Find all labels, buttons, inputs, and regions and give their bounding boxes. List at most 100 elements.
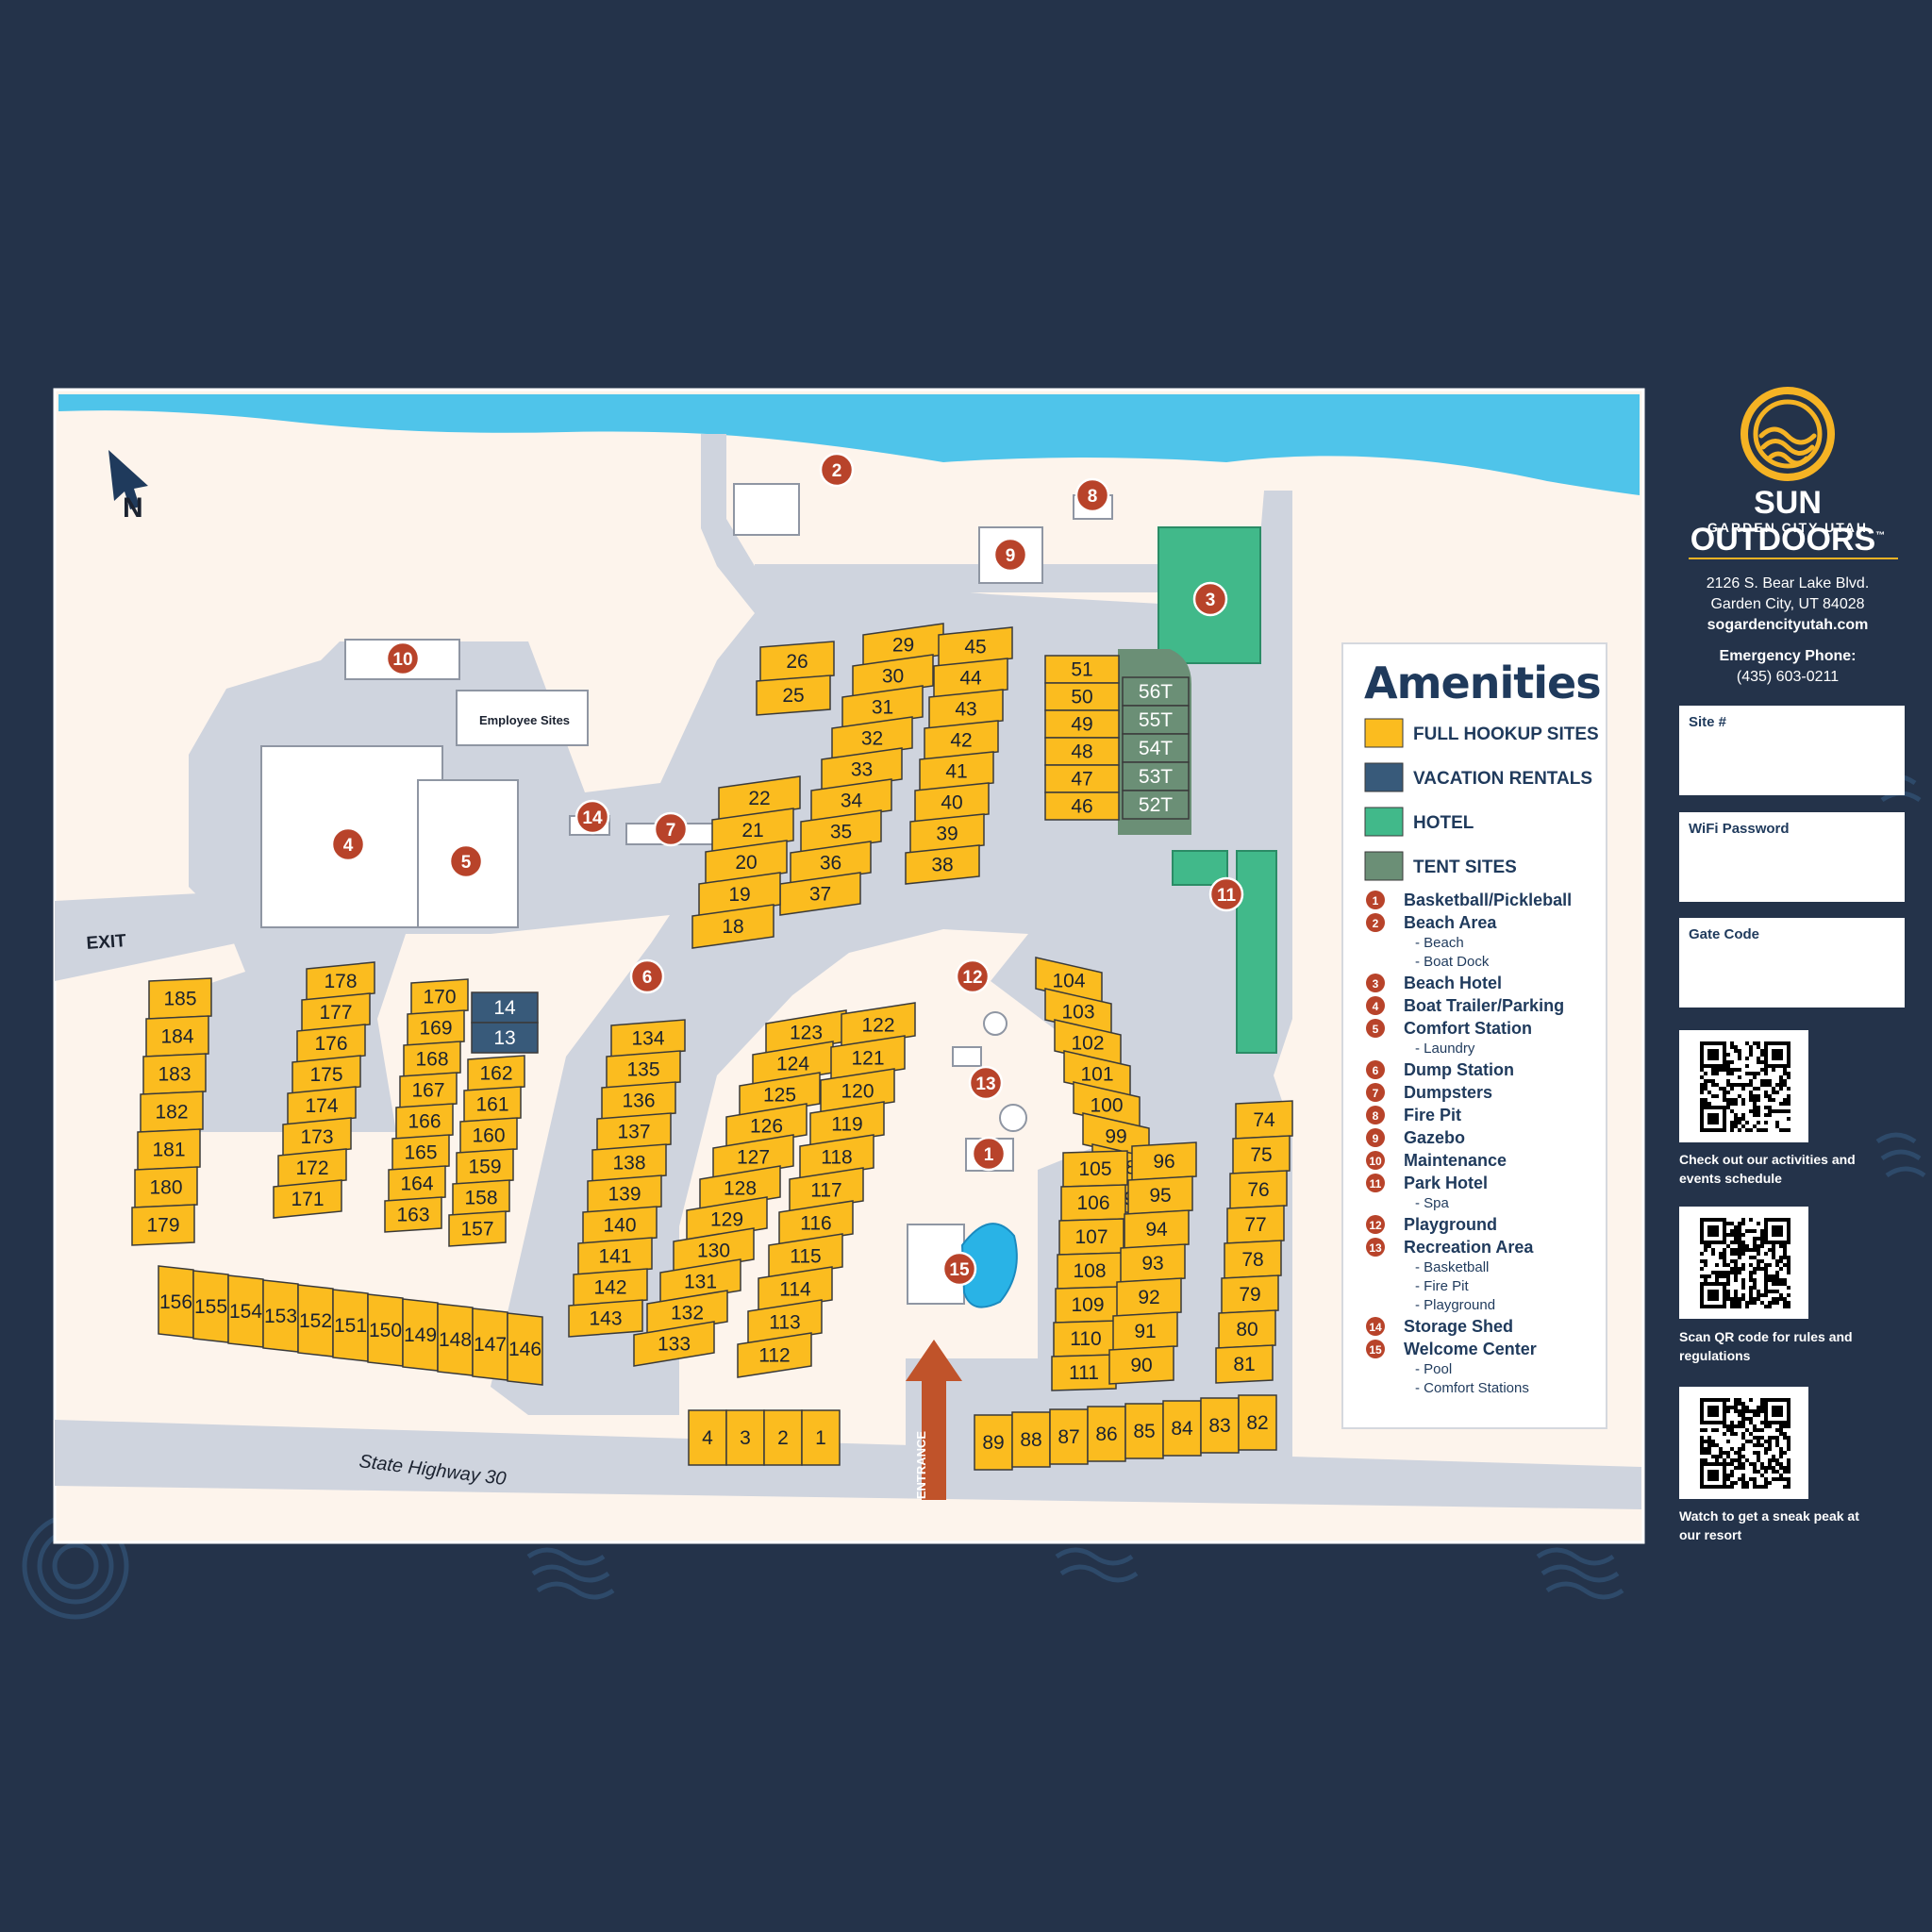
site-53T: 53T <box>1122 761 1190 791</box>
marker-circle <box>1074 477 1110 513</box>
site-shape <box>1044 791 1120 821</box>
site-179: 179 <box>131 1204 195 1246</box>
amenity-marker-11[interactable]: 11 <box>1208 876 1244 912</box>
marker-number: 2 <box>832 461 842 481</box>
site-51: 51 <box>1044 655 1120 684</box>
legend-title: Amenities <box>1364 658 1601 708</box>
site-number: 171 <box>291 1189 324 1210</box>
site-shape <box>463 1086 522 1123</box>
amenity-marker-10[interactable]: 10 <box>385 641 421 676</box>
site-number: 164 <box>400 1174 433 1195</box>
site-85: 85 <box>1124 1403 1164 1459</box>
qr-code-icon <box>1700 1398 1790 1489</box>
site-shape <box>388 1165 446 1202</box>
legend-amenity-sub: - Spa <box>1415 1195 1450 1211</box>
site-shape <box>698 872 781 917</box>
site-shape <box>452 1179 510 1216</box>
qr-caption-activities: Check out our activities and events sche… <box>1679 1152 1856 1186</box>
site-number: 172 <box>295 1158 328 1179</box>
amenity-marker-4[interactable]: 4 <box>330 826 366 862</box>
amenity-marker-14[interactable]: 14 <box>575 799 610 835</box>
site-number: 160 <box>472 1125 505 1147</box>
site-number: 147 <box>474 1334 507 1356</box>
site-shape <box>1218 1309 1276 1349</box>
site-shape <box>938 626 1013 667</box>
site-number: 20 <box>735 852 757 874</box>
amenity-marker-7[interactable]: 7 <box>653 811 689 847</box>
gate-code-field[interactable]: Gate Code <box>1679 918 1905 1008</box>
site-number: 51 <box>1071 659 1092 681</box>
marker-circle <box>1192 581 1228 617</box>
site-47: 47 <box>1044 764 1120 793</box>
site-114: 114 <box>758 1266 833 1312</box>
entrance-label: ENTRANCE <box>914 1431 928 1500</box>
site-number: 22 <box>748 788 770 809</box>
site-14: 14 <box>471 991 539 1024</box>
site-number: 93 <box>1141 1253 1163 1274</box>
website-link[interactable]: sogardencityutah.com <box>1707 617 1869 633</box>
logo-ring-icon <box>1740 387 1835 481</box>
amenity-marker-6[interactable]: 6 <box>629 958 665 994</box>
amenity-marker-8[interactable]: 8 <box>1074 477 1110 513</box>
legend-marker <box>1366 1128 1385 1147</box>
amenity-marker-5[interactable]: 5 <box>448 843 484 879</box>
site-40: 40 <box>914 782 990 823</box>
site-number: 110 <box>1070 1328 1101 1350</box>
site-shape <box>391 1134 450 1171</box>
site-shape <box>596 1112 672 1151</box>
site-shape <box>1127 1175 1193 1215</box>
site-135: 135 <box>606 1050 681 1089</box>
site-shape <box>756 675 831 716</box>
qr-code-activities[interactable] <box>1679 1030 1808 1142</box>
site-number: 131 <box>684 1272 717 1293</box>
site-number: 181 <box>152 1140 185 1161</box>
north-arrow-icon <box>108 450 148 509</box>
site-number: 143 <box>589 1308 622 1330</box>
site-shape <box>841 1002 916 1048</box>
amenity-marker-15[interactable]: 15 <box>941 1251 977 1287</box>
site-115: 115 <box>768 1233 843 1279</box>
site-shape <box>610 1019 686 1058</box>
legend-marker-number: 3 <box>1373 977 1379 991</box>
site-number: 75 <box>1250 1144 1272 1166</box>
site-number: 122 <box>861 1015 894 1037</box>
site-shape <box>711 808 794 853</box>
legend-marker-number: 4 <box>1373 1000 1379 1013</box>
marker-circle <box>1208 876 1244 912</box>
site-shape <box>1232 1135 1291 1174</box>
site-95: 95 <box>1127 1175 1193 1215</box>
wifi-password-field[interactable]: WiFi Password <box>1679 812 1905 902</box>
site-number: 48 <box>1071 741 1092 763</box>
site-shape <box>273 1179 342 1219</box>
site-96: 96 <box>1131 1141 1197 1181</box>
amenity-marker-3[interactable]: 3 <box>1192 581 1228 617</box>
legend-amenity-label: Basketball/Pickleball <box>1404 891 1572 909</box>
site-number-field[interactable]: Site # <box>1679 706 1905 795</box>
site-143: 143 <box>568 1299 643 1338</box>
qr-code-video[interactable] <box>1679 1387 1808 1499</box>
legend-marker <box>1366 1151 1385 1170</box>
site-shape <box>1229 1170 1288 1209</box>
site-183: 183 <box>142 1053 207 1095</box>
site-number: 103 <box>1061 1002 1094 1024</box>
amenity-marker-9[interactable]: 9 <box>992 537 1028 573</box>
site-shape <box>737 1332 812 1378</box>
legend-marker <box>1366 1083 1385 1102</box>
amenity-marker-1[interactable]: 1 <box>971 1136 1007 1172</box>
site-number: 123 <box>790 1023 823 1044</box>
amenity-marker-12[interactable]: 12 <box>955 958 991 994</box>
amenity-marker-2[interactable]: 2 <box>819 452 855 488</box>
amenity-marker-13[interactable]: 13 <box>968 1065 1004 1101</box>
legend-amenity-label: Park Hotel <box>1404 1174 1488 1192</box>
site-shape <box>306 961 375 1001</box>
legend-marker <box>1366 1238 1385 1257</box>
site-173: 173 <box>282 1117 352 1157</box>
qr-code-rules[interactable] <box>1679 1207 1808 1319</box>
site-166: 166 <box>395 1103 454 1140</box>
site-number: 116 <box>800 1213 831 1235</box>
legend-marker-number: 12 <box>1369 1219 1382 1232</box>
site-149: 149 <box>402 1298 439 1372</box>
site-shape <box>809 1101 885 1147</box>
